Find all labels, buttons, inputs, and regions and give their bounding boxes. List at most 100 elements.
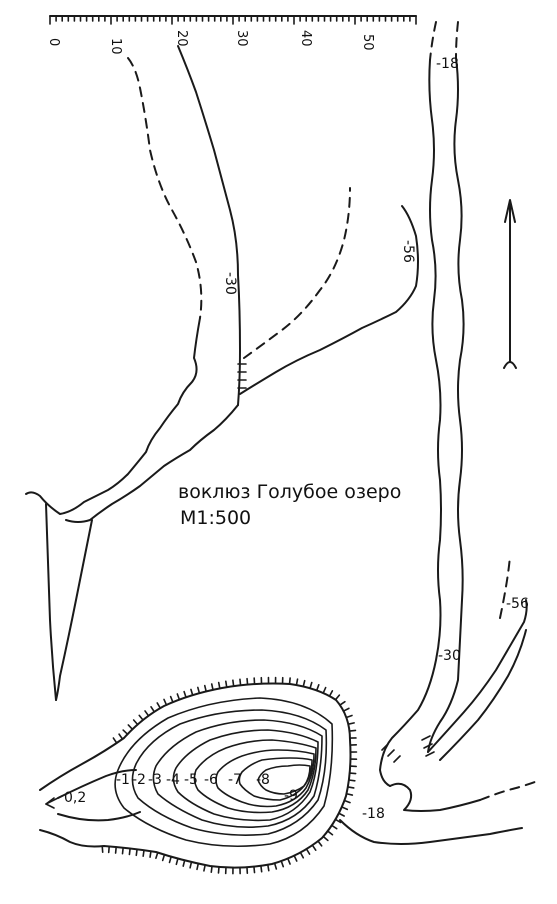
shore-hatch-mark <box>334 818 342 824</box>
shore-hatch-mark <box>280 860 285 868</box>
lake-shore-hatch <box>101 676 358 875</box>
contour-label-9: -9 <box>284 788 298 804</box>
shore-hatch-mark <box>309 681 313 690</box>
shore-hatch-mark <box>118 733 124 740</box>
north-arrow-icon <box>503 199 517 369</box>
contour-7 <box>238 757 313 801</box>
shore-hatch-mark <box>121 846 124 855</box>
shore-hatch-mark <box>260 864 263 873</box>
shore-hatch-mark <box>107 845 111 854</box>
shore-hatch-mark <box>334 694 341 701</box>
scale-tick-label-40: 40 <box>298 30 313 47</box>
shore-hatch-mark <box>203 864 206 872</box>
shore-hatch-mark <box>127 724 134 731</box>
shore-hatch-mark <box>122 729 129 736</box>
branch-upper-wall <box>427 599 528 753</box>
shore-hatch-mark <box>315 683 320 692</box>
shore-hatch-mark <box>197 686 201 694</box>
contour-label-7: -7 <box>228 772 242 788</box>
scale-tick-label-10: 10 <box>108 38 123 55</box>
shore-hatch-mark <box>345 714 353 719</box>
shore-hatch-mark <box>224 680 228 689</box>
shore-hatch-mark <box>112 737 118 744</box>
upper-left-dashed-wall <box>127 57 203 319</box>
scale-tick-label-50: 50 <box>360 34 375 51</box>
shore-hatch-mark <box>338 812 345 817</box>
shore-hatch-mark <box>203 684 207 693</box>
shore-hatch-mark <box>132 719 139 726</box>
scale-bar <box>49 15 417 25</box>
depth-label-upper-left: -30 <box>222 272 238 295</box>
shore-hatch-mark <box>189 861 193 869</box>
shore-hatch-mark <box>273 862 278 870</box>
shore-hatch-mark <box>311 844 317 851</box>
shore-hatch-mark <box>342 707 350 712</box>
contour-4 <box>172 729 319 822</box>
shore-hatch-mark <box>169 695 174 703</box>
shore-hatch-mark <box>345 792 354 796</box>
shaft-hatch <box>381 735 435 763</box>
contour-8 <box>257 764 311 795</box>
shore-hatch-mark <box>253 865 256 874</box>
outflow-arrow-icon <box>45 795 63 809</box>
exit-lower-wall <box>339 819 523 845</box>
shaft-top-dashed-left <box>429 21 437 61</box>
contour-2 <box>131 709 328 836</box>
lake-contours <box>114 697 334 848</box>
shore-hatch-mark <box>168 855 172 864</box>
map-title: воклюз Голубое озеро <box>178 481 401 503</box>
outflow-lower <box>57 811 141 822</box>
depth-label-branch: -56 <box>506 596 529 612</box>
shore-hatch-mark <box>302 679 306 688</box>
shore-hatch-mark <box>341 806 349 811</box>
shore-hatch-mark <box>305 848 311 855</box>
shore-hatch-mark <box>288 677 291 685</box>
shore-hatch-mark <box>217 681 221 690</box>
depth-label-upper-right: -56 <box>400 240 416 263</box>
depth-label-shaft-lower: -30 <box>438 648 461 664</box>
shore-hatch-mark <box>210 683 214 691</box>
shore-hatch-mark <box>150 705 156 713</box>
shore-hatch-mark <box>183 690 187 699</box>
shore-hatch-mark <box>239 678 242 687</box>
scale-tick-label-30: 30 <box>234 30 249 47</box>
shore-hatch-mark <box>142 849 145 858</box>
shore-hatch-mark <box>267 863 270 872</box>
map-scale: М1:500 <box>180 507 251 529</box>
shore-hatch-mark <box>196 862 200 871</box>
exit-upper-dashed <box>479 779 541 801</box>
shore-hatch-mark <box>128 847 131 856</box>
contour-label-4: -4 <box>166 772 180 788</box>
exit-upper-wall <box>389 782 481 812</box>
shore-hatch-mark <box>322 835 329 842</box>
shaft-top-dashed-right <box>455 21 459 59</box>
shore-hatch-mark <box>138 714 144 721</box>
shore-hatch-mark <box>317 840 323 847</box>
wedge-left-wall <box>45 503 57 701</box>
contour-5 <box>193 739 317 814</box>
shore-hatch-mark <box>163 698 168 706</box>
shore-hatch-mark <box>339 700 346 706</box>
scale-tick-label-0: 0 <box>46 38 61 46</box>
scale-tick-label-20: 20 <box>174 30 189 47</box>
shore-hatch-mark <box>161 853 166 862</box>
contour-1 <box>114 697 334 848</box>
contour-3 <box>152 719 323 828</box>
branch-dashed-wall <box>499 555 511 619</box>
shore-hatch-mark <box>156 702 162 709</box>
shore-hatch-mark <box>135 848 138 857</box>
upper-ceiling-to-right <box>239 205 419 395</box>
shore-hatch-mark <box>182 859 186 867</box>
upper-solid-wall-a <box>177 45 241 406</box>
shore-hatch-mark <box>343 799 351 804</box>
upper-floor-left <box>25 317 201 515</box>
depth-label-bottom-junction: -18 <box>362 806 385 822</box>
shore-hatch-mark <box>326 830 334 836</box>
depth-label-top-shaft: -18 <box>436 56 459 72</box>
shore-hatch-mark <box>287 857 291 865</box>
shore-hatch-mark <box>155 851 159 860</box>
contour-label-2: -2 <box>132 772 146 788</box>
shore-hatch-mark <box>175 857 179 866</box>
outflow-label: 0,2 <box>64 790 86 806</box>
